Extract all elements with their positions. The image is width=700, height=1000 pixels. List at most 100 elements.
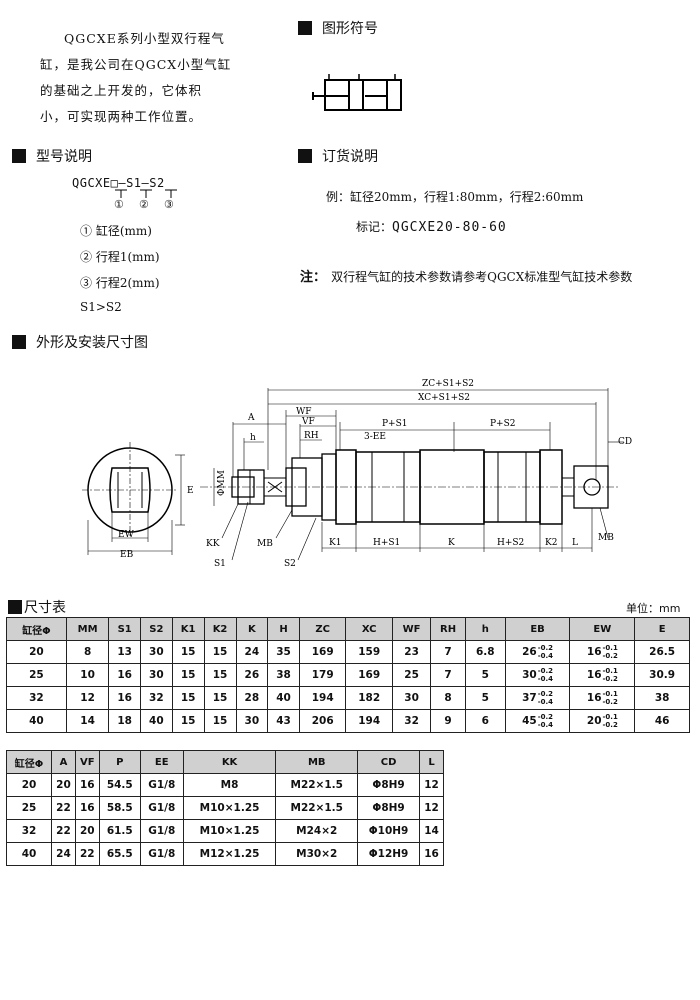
upper-tolerance: -0.1 bbox=[602, 667, 618, 675]
ew-cell: 20-0.1-0.2 bbox=[569, 709, 636, 733]
table-cell: 16 bbox=[108, 663, 142, 687]
table-cell: G1/8 bbox=[139, 796, 184, 820]
eb-cell-tolerance: -0.2-0.4 bbox=[538, 690, 553, 706]
table-cell: G1/8 bbox=[139, 819, 184, 843]
table-cell: 16 bbox=[419, 842, 444, 866]
table-cell: 26 bbox=[235, 663, 269, 687]
section-order-heading: 订货说明 bbox=[298, 146, 378, 166]
order-note: 注： 双行程气缸的技术参数请参考QGCX标准型气缸技术参数 bbox=[300, 266, 632, 285]
dim-label-mm: ΦMM bbox=[217, 470, 227, 496]
table-cell: 61.5 bbox=[98, 819, 141, 843]
ew-cell-nominal: 20 bbox=[586, 715, 602, 727]
ew-cell-tolerance: -0.1-0.2 bbox=[603, 667, 618, 683]
table-cell: 58.5 bbox=[98, 796, 141, 820]
intro-line: 的基础之上开发的，它体积 bbox=[40, 83, 203, 98]
ew-cell: 16-0.1-0.2 bbox=[569, 640, 636, 664]
table-cell: 169 bbox=[298, 640, 347, 664]
pneumatic-symbol-icon bbox=[312, 74, 402, 111]
dim-label-eb: EB bbox=[120, 550, 134, 560]
dim-label-a: A bbox=[247, 413, 255, 423]
table-cell: 14 bbox=[65, 709, 110, 733]
dim-label-rh: RH bbox=[304, 431, 319, 441]
ew-cell-nominal: 16 bbox=[586, 669, 602, 681]
dim-label-p-s1: P+S1 bbox=[382, 419, 408, 429]
dim-label-mb-rear: MB bbox=[598, 533, 614, 543]
table-cell: 15 bbox=[203, 686, 237, 710]
order-mark-label: 标记： bbox=[356, 220, 393, 234]
table-cell: 179 bbox=[298, 663, 347, 687]
table-cell: G1/8 bbox=[139, 773, 184, 797]
section-title: 型号说明 bbox=[36, 149, 92, 165]
table-cell: 40 bbox=[6, 709, 67, 733]
col-header: P bbox=[98, 750, 141, 774]
upper-tolerance: -0.2 bbox=[537, 690, 554, 698]
table-cell: 40 bbox=[140, 709, 173, 733]
table-cell: 22 bbox=[74, 842, 100, 866]
table-cell: 15 bbox=[171, 709, 205, 733]
table-cell: 5 bbox=[464, 663, 506, 687]
upper-tolerance: -0.1 bbox=[602, 644, 618, 652]
dim-label-s1: S1 bbox=[214, 559, 226, 569]
table-cell: Φ8H9 bbox=[357, 773, 421, 797]
lower-tolerance: -0.4 bbox=[537, 721, 554, 729]
col-header: K2 bbox=[203, 617, 237, 641]
table-cell: 16 bbox=[74, 773, 100, 797]
col-header: VF bbox=[74, 750, 100, 774]
eb-cell-nominal: 26 bbox=[522, 646, 537, 658]
col-header: E bbox=[634, 617, 690, 641]
intro-text: QGCXE系列小型双行程气 缸，是我公司在QGCX小型气缸 的基础之上开发的，它… bbox=[40, 26, 240, 130]
dim-label-l: L bbox=[572, 538, 578, 548]
model-condition: S1>S2 bbox=[80, 300, 122, 314]
dim-label-h-s1: H+S1 bbox=[373, 538, 400, 548]
table-cell: 12 bbox=[419, 773, 444, 797]
lower-tolerance: -0.2 bbox=[602, 675, 618, 683]
col-header: A bbox=[51, 750, 76, 774]
table-cell: Φ10H9 bbox=[357, 819, 421, 843]
col-header: KK bbox=[182, 750, 277, 774]
table-cell: 32 bbox=[6, 686, 67, 710]
ew-cell-tolerance: -0.1-0.2 bbox=[603, 644, 618, 660]
order-note-text: 双行程气缸的技术参数请参考QGCX标准型气缸技术参数 bbox=[331, 270, 633, 284]
table-cell: 6 bbox=[464, 709, 506, 733]
eb-cell-nominal: 45 bbox=[522, 715, 537, 727]
col-header: EB bbox=[504, 617, 571, 641]
ew-cell-nominal: 16 bbox=[586, 646, 602, 658]
table-cell: 30 bbox=[140, 663, 173, 687]
lower-tolerance: -0.2 bbox=[602, 721, 618, 729]
table-cell: 8 bbox=[430, 686, 466, 710]
upper-tolerance: -0.1 bbox=[602, 690, 618, 698]
dim-label-h: h bbox=[250, 433, 256, 443]
table-cell: M8 bbox=[182, 773, 277, 797]
section-bullet-icon bbox=[12, 149, 26, 163]
table-cell: 15 bbox=[171, 663, 205, 687]
intro-line: 缸，是我公司在QGCX小型气缸 bbox=[40, 57, 232, 72]
table-cell: 20 bbox=[74, 819, 100, 843]
table-cell: 30 bbox=[235, 709, 269, 733]
table-cell: M30×2 bbox=[275, 842, 359, 866]
table-cell: 12 bbox=[419, 796, 444, 820]
dim-label-h-s2: H+S2 bbox=[497, 538, 524, 548]
table-cell: 13 bbox=[108, 640, 142, 664]
col-header: MB bbox=[275, 750, 359, 774]
section-title: 订货说明 bbox=[322, 149, 378, 165]
ew-cell: 16-0.1-0.2 bbox=[569, 663, 636, 687]
col-header: XC bbox=[345, 617, 393, 641]
table-cell: 169 bbox=[345, 663, 393, 687]
col-header: CD bbox=[357, 750, 421, 774]
table-cell: 22 bbox=[51, 819, 76, 843]
table-cell: G1/8 bbox=[139, 842, 184, 866]
eb-cell: 26-0.2-0.4 bbox=[504, 640, 571, 664]
col-header: L bbox=[419, 750, 444, 774]
section-model-heading: 型号说明 bbox=[12, 146, 92, 166]
table-cell: 16 bbox=[74, 796, 100, 820]
table-cell: M10×1.25 bbox=[182, 796, 277, 820]
eb-cell: 30-0.2-0.4 bbox=[504, 663, 571, 687]
dim-label-s2: S2 bbox=[284, 559, 296, 569]
col-header: EW bbox=[569, 617, 636, 641]
table-cell: 10 bbox=[65, 663, 110, 687]
eb-cell-tolerance: -0.2-0.4 bbox=[538, 644, 553, 660]
